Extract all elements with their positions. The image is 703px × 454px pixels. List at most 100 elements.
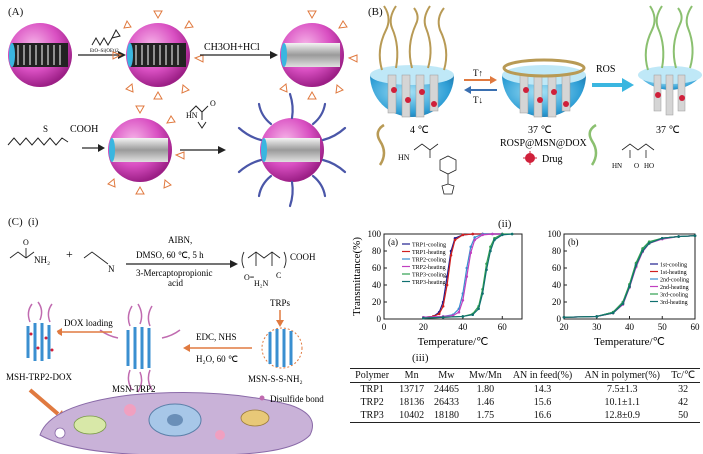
- panel-b-label: (B): [368, 6, 383, 18]
- data-point: [441, 316, 445, 319]
- panel-c-scheme: O NH₂ + N AIBN, DMSO, 60 ℃, 5 h 3-Mercap…: [6, 235, 324, 454]
- trp-cooh: COOH: [290, 252, 316, 262]
- y-tick-label: 0: [557, 314, 562, 324]
- plot-frame: [563, 233, 696, 320]
- data-point: [471, 313, 475, 317]
- data-point: [461, 315, 465, 318]
- table-cell: 18136: [399, 397, 425, 408]
- table-header-cell: Mn: [404, 370, 419, 381]
- data-point: [481, 292, 484, 295]
- data-point: [473, 238, 476, 242]
- panel-letter: (b): [568, 237, 579, 247]
- reagent-mercapto: 3-Mercaptopropionic: [136, 268, 212, 278]
- data-point: [611, 311, 615, 315]
- table-cell: 10402: [399, 410, 425, 421]
- x-tick-label: 30: [592, 322, 602, 332]
- x-tick-label: 0: [382, 322, 387, 332]
- msh-trp2-dox-particle: [20, 301, 60, 362]
- table-cell: 24465: [433, 384, 459, 395]
- panel-letter: (a): [388, 237, 398, 247]
- svg-text:O: O: [23, 238, 29, 247]
- legend-entry: 2nd-heating: [660, 285, 689, 291]
- panel-a-scheme: EtO–Si(OEt)2 CH3OH+HCl S COOH: [7, 10, 358, 208]
- nipam-reagent: [189, 105, 209, 129]
- plot-frame: [383, 233, 523, 320]
- svg-text:H₂N: H₂N: [254, 279, 269, 288]
- silane-label: EtO–Si(OEt)2: [90, 49, 119, 54]
- table-header-cell: AN in feed(%): [512, 370, 573, 381]
- reagent-acid: acid: [168, 278, 183, 288]
- panel-b-scheme: T↑ T↓ ROS 4 ℃ 37 ℃ 37 ℃ ROSP@MSN@DOX: [370, 5, 702, 195]
- x-tick-label: 40: [625, 322, 635, 332]
- data-point: [693, 234, 697, 237]
- y-tick-label: 20: [372, 297, 382, 307]
- data-point: [595, 315, 599, 318]
- data-point: [485, 268, 488, 271]
- x-axis-label: Temperature/℃: [594, 336, 665, 348]
- data-point: [445, 283, 449, 287]
- table-cell: 14.3: [533, 384, 552, 395]
- y-tick-label: 60: [372, 263, 382, 273]
- temp-4c: 4 ℃: [410, 125, 429, 136]
- table-cell: 42: [678, 397, 689, 408]
- data-point: [562, 316, 566, 319]
- legend-entry: 3rd-cooling: [660, 293, 688, 299]
- disulfide-label: Disulfide bond: [270, 394, 324, 404]
- disulfide-dot-icon: [259, 395, 265, 401]
- h2o-label: H₂O, 60 ℃: [196, 354, 238, 364]
- data-point: [510, 232, 514, 236]
- panel-a-label: (A): [8, 6, 24, 18]
- data-point: [437, 312, 441, 316]
- data-point: [461, 233, 465, 237]
- msn-sphere-3: [279, 10, 358, 100]
- temp-down-label: T↓: [473, 95, 483, 105]
- x-tick-label: 60: [691, 322, 701, 332]
- copolymer-legend: [588, 123, 598, 166]
- drug-legend-label: Drug: [542, 154, 563, 165]
- legend-entry: TRP1-cooling: [412, 243, 446, 249]
- data-point: [621, 302, 625, 305]
- ros-label: ROS: [596, 64, 615, 75]
- table-cell: 1.75: [476, 410, 495, 421]
- trp-structure: [241, 251, 287, 269]
- table-cell: 1.46: [476, 397, 495, 408]
- msn-sphere-2: [112, 10, 204, 100]
- ros-sphere-37c-released: [638, 5, 702, 116]
- legend-entry: TRP2-heating: [412, 265, 446, 271]
- data-point: [469, 251, 473, 254]
- reagent-aibn: AIBN,: [168, 235, 192, 245]
- data-point: [634, 264, 638, 267]
- data-point: [471, 232, 475, 236]
- svg-text:C: C: [276, 271, 281, 280]
- nipam-o: O: [210, 99, 216, 108]
- acrylamide-nh2: NH₂: [34, 255, 50, 265]
- temp-37c-1: 37 ℃: [528, 125, 552, 136]
- reagent-ch3oh-hcl: CH3OH+HCl: [204, 42, 260, 53]
- data-point: [493, 238, 496, 242]
- msn-sphere-1: [8, 23, 72, 87]
- svg-text:+: +: [66, 247, 73, 261]
- msn-ssnh2-label: MSN-S-S-NH₂: [248, 374, 303, 384]
- edc-label: EDC, NHS: [196, 332, 237, 342]
- table-cell: 13717: [399, 384, 425, 395]
- boronic-structure: [413, 143, 457, 195]
- y-tick-label: 0: [377, 314, 382, 324]
- data-point: [449, 253, 453, 257]
- msn-ssnh2-particle: [261, 327, 303, 369]
- msn-trp2-label: MSN-TRP2: [112, 384, 156, 394]
- legend-entry: TRP3-heating: [412, 280, 446, 286]
- data-point: [489, 249, 492, 253]
- acrylamide-structure: [9, 248, 35, 259]
- data-point: [660, 236, 664, 240]
- table-cell: TRP2: [360, 397, 384, 408]
- table-header-cell: Mw: [438, 370, 455, 381]
- dox-loading-label: DOX loading: [64, 318, 113, 328]
- y-tick-label: 40: [372, 280, 382, 290]
- table-cell: 12.8±0.9: [604, 410, 640, 421]
